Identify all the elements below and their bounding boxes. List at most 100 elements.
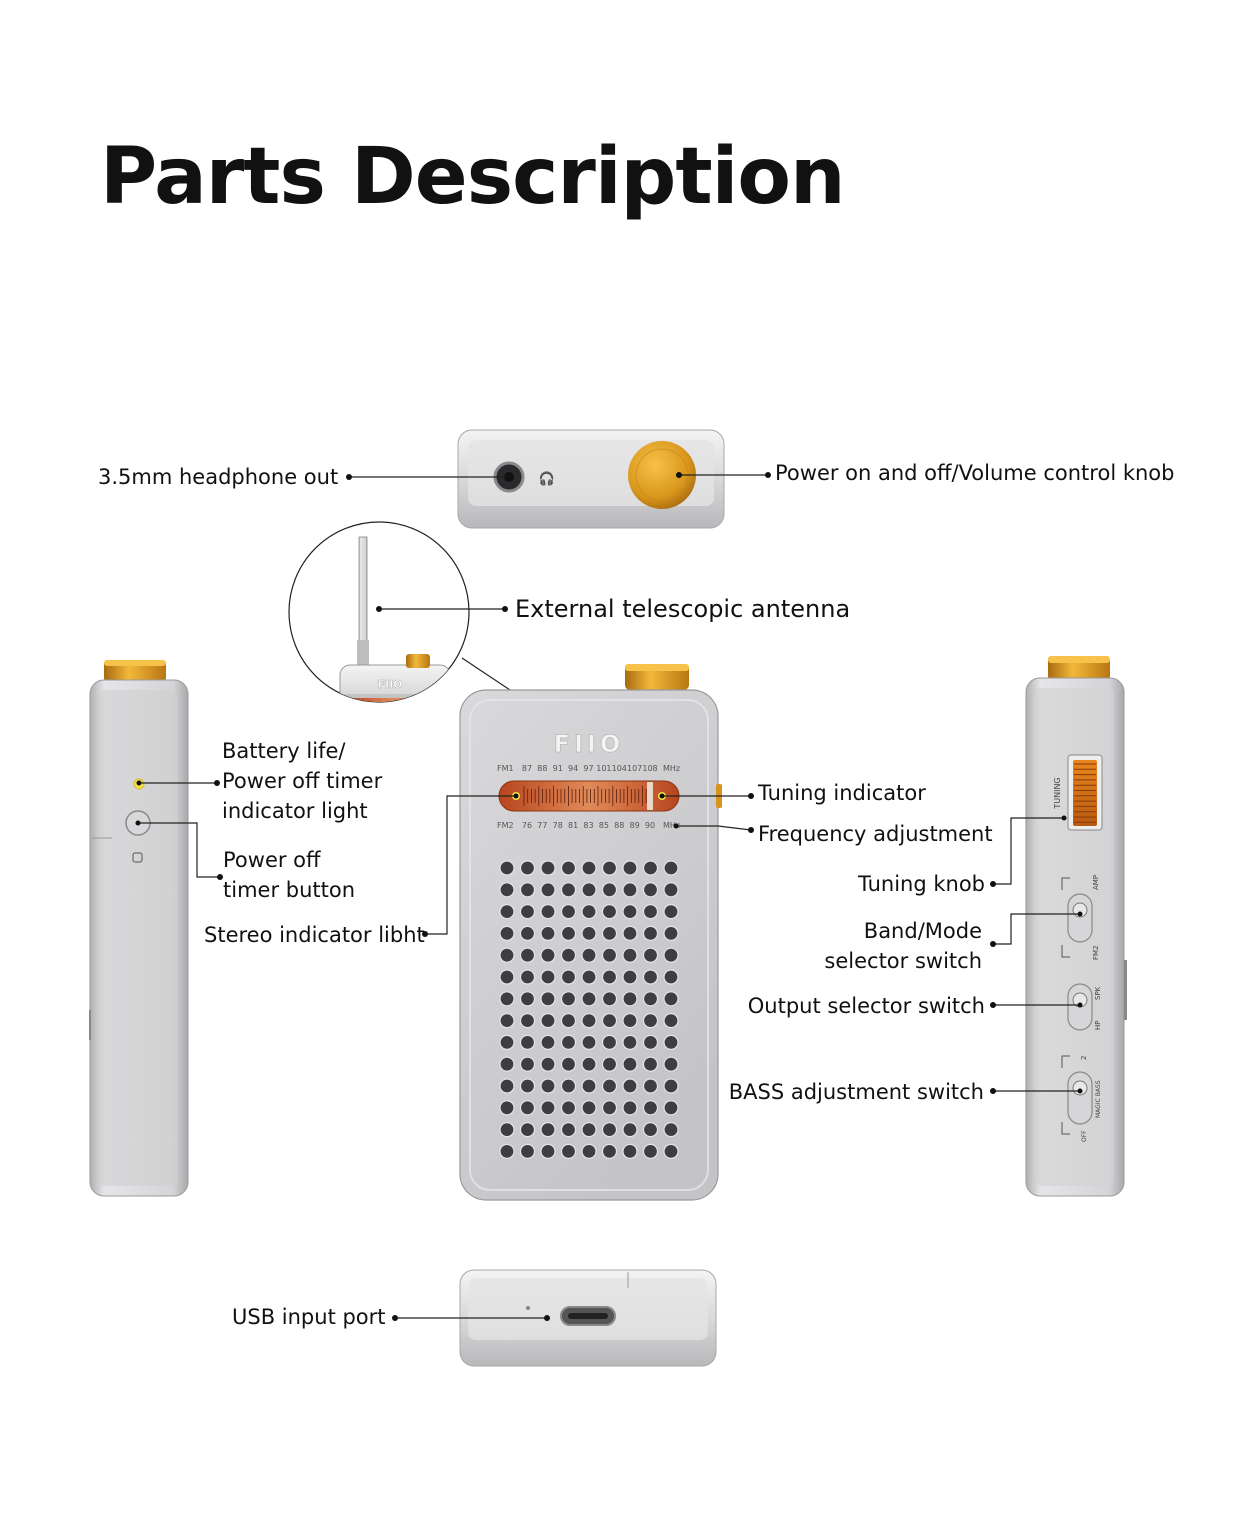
grille-hole bbox=[581, 1100, 597, 1116]
grille-hole bbox=[519, 1100, 536, 1116]
fm2-marking: FM2 bbox=[1092, 945, 1100, 960]
grille-hole bbox=[499, 860, 515, 876]
leader-dots bbox=[135, 472, 1083, 1321]
grille-hole bbox=[663, 1143, 679, 1160]
fm1-tick-label: 91 bbox=[553, 764, 563, 773]
fm2-tick-label: 76 bbox=[522, 821, 532, 830]
grille-hole bbox=[560, 882, 577, 898]
grille-hole bbox=[540, 1100, 556, 1116]
grille-hole bbox=[499, 1121, 515, 1138]
band-switch bbox=[1067, 893, 1093, 943]
fm1-unit: MHz bbox=[663, 764, 680, 773]
grille-hole bbox=[622, 969, 638, 985]
fm2-unit: MHz bbox=[663, 821, 680, 830]
grille-hole bbox=[540, 1034, 556, 1051]
grille-hole bbox=[540, 860, 556, 876]
fm2-tick-label: 88 bbox=[614, 821, 624, 830]
grille-hole bbox=[519, 860, 536, 876]
label-output-switch: Output selector switch bbox=[747, 994, 985, 1018]
grille-hole bbox=[622, 1121, 638, 1138]
grille-hole bbox=[601, 925, 618, 942]
grille-hole bbox=[601, 1100, 618, 1116]
grille-hole bbox=[663, 1034, 679, 1051]
grille-hole bbox=[642, 860, 659, 876]
grille-hole bbox=[560, 860, 577, 876]
fm1-tick-label: 108 bbox=[642, 764, 657, 773]
grille-hole bbox=[663, 925, 679, 942]
grille-hole bbox=[560, 947, 577, 963]
grille-hole bbox=[499, 925, 515, 942]
brand-logo: FIIO bbox=[554, 730, 625, 758]
grille-hole bbox=[581, 969, 597, 985]
grille-hole bbox=[499, 1012, 515, 1029]
grille-hole bbox=[499, 1143, 515, 1160]
grille-hole bbox=[499, 1056, 515, 1072]
grille-hole bbox=[581, 1121, 597, 1138]
grille-hole bbox=[642, 947, 659, 963]
label-frequency-adjustment: Frequency adjustment bbox=[758, 822, 993, 846]
label-band-line1: Band/Mode bbox=[863, 919, 982, 943]
bass-switch bbox=[1067, 1071, 1093, 1125]
grille-hole bbox=[622, 1056, 638, 1072]
left-side-view bbox=[89, 660, 189, 1197]
grille-hole bbox=[540, 991, 556, 1007]
grille-hole bbox=[560, 1100, 577, 1116]
label-battery-line2: Power off timer bbox=[222, 769, 383, 793]
grille-hole bbox=[519, 925, 536, 942]
off-marking: OFF bbox=[1081, 1130, 1088, 1142]
grille-hole bbox=[519, 903, 536, 920]
grille-hole bbox=[622, 1034, 638, 1051]
grille-hole bbox=[601, 903, 618, 920]
grille-hole bbox=[560, 1078, 577, 1094]
grille-hole bbox=[519, 1034, 536, 1051]
grille-hole bbox=[499, 882, 515, 898]
grille-hole bbox=[601, 991, 618, 1007]
grille-hole bbox=[499, 947, 515, 963]
grille-hole bbox=[581, 925, 597, 942]
label-headphone-out: 3.5mm headphone out bbox=[98, 465, 339, 489]
grille-hole bbox=[560, 969, 577, 985]
label-tuning-knob: Tuning knob bbox=[857, 872, 985, 896]
grille-hole bbox=[622, 882, 638, 898]
grille-hole bbox=[663, 947, 679, 963]
grille-hole bbox=[499, 1078, 515, 1094]
mini-logo: FIIO bbox=[377, 678, 402, 691]
label-timer-line1: Power off bbox=[223, 848, 321, 872]
fm2-tick-label: 90 bbox=[645, 821, 655, 830]
label-power-volume-knob: Power on and off/Volume control knob bbox=[775, 461, 1175, 485]
grille-hole bbox=[560, 1121, 577, 1138]
grille-hole bbox=[663, 1121, 679, 1138]
grille-hole bbox=[642, 903, 659, 920]
grille-hole bbox=[581, 1012, 597, 1029]
grille-hole bbox=[642, 1056, 659, 1072]
fm2-tick-label: 77 bbox=[537, 821, 547, 830]
grille-hole bbox=[560, 903, 577, 920]
grille-hole bbox=[560, 1034, 577, 1051]
fm1-tick-label: 87 bbox=[522, 764, 532, 773]
grille-hole bbox=[540, 925, 556, 942]
grille-hole bbox=[560, 1012, 577, 1029]
grille-hole bbox=[540, 903, 556, 920]
grille-hole bbox=[642, 969, 659, 985]
fm2-tick-label: 78 bbox=[553, 821, 563, 830]
grille-hole bbox=[663, 860, 679, 876]
grille-hole bbox=[499, 1100, 515, 1116]
grille-hole bbox=[540, 969, 556, 985]
volume-knob-top bbox=[628, 441, 696, 509]
label-band-line2: selector switch bbox=[824, 949, 982, 973]
grille-hole bbox=[581, 903, 597, 920]
grille-hole bbox=[663, 969, 679, 985]
grille-hole bbox=[540, 1056, 556, 1072]
dial-needle bbox=[647, 782, 653, 810]
grille-hole bbox=[663, 1012, 679, 1029]
label-usb-port: USB input port bbox=[232, 1305, 386, 1329]
label-timer-line2: timer button bbox=[223, 878, 356, 902]
grille-hole bbox=[519, 947, 536, 963]
grille-hole bbox=[642, 991, 659, 1007]
grille-hole bbox=[560, 925, 577, 942]
grille-hole bbox=[581, 882, 597, 898]
fm1-tick-label: 104 bbox=[612, 764, 627, 773]
